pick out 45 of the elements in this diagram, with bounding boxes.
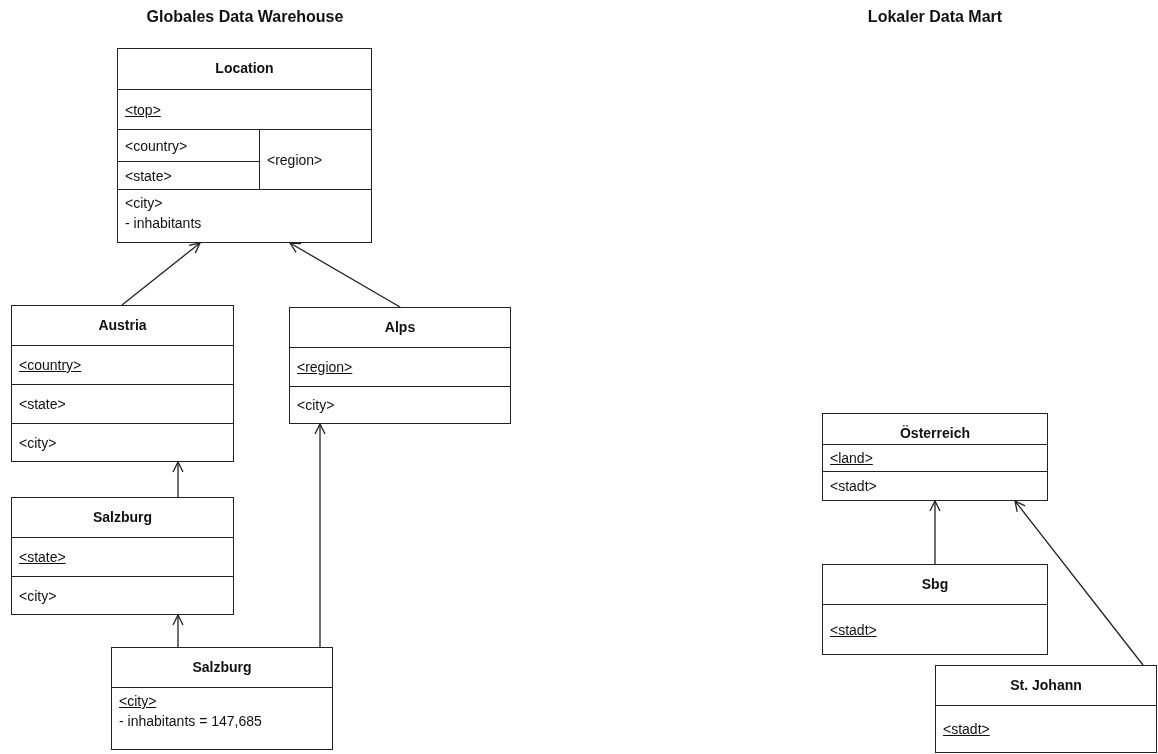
attribute-text: - inhabitants = 147,685 xyxy=(119,712,263,731)
attribute-text: <region> xyxy=(297,358,354,377)
section-heading: Lokaler Data Mart xyxy=(867,8,1003,26)
inheritance-arrow xyxy=(929,500,941,565)
attribute-text: <top> xyxy=(125,100,162,120)
class-name: Alps xyxy=(383,318,417,337)
attribute-text: <city> xyxy=(19,586,58,606)
attribute-text: <city> xyxy=(19,433,58,453)
class-box xyxy=(822,413,1048,501)
attribute-text: <city> xyxy=(125,194,164,213)
class-box xyxy=(111,647,333,750)
attribute-text: <city> xyxy=(119,692,158,711)
attribute-compartment xyxy=(259,129,371,189)
class-box xyxy=(11,305,234,462)
class-name: St. Johann xyxy=(1009,676,1083,695)
attribute-text: <city> xyxy=(297,396,336,415)
inheritance-arrow xyxy=(289,242,401,308)
inheritance-arrow xyxy=(1014,500,1144,666)
class-box xyxy=(822,564,1048,655)
attribute-text: <region> xyxy=(267,150,324,170)
attribute-text: - inhabitants xyxy=(125,214,203,233)
attribute-text: <land> xyxy=(830,449,874,468)
attribute-text: <state> xyxy=(125,166,173,186)
inheritance-arrow xyxy=(314,423,326,648)
inheritance-arrow xyxy=(172,461,184,498)
attribute-text: <state> xyxy=(19,395,67,414)
attribute-text: <country> xyxy=(125,136,189,156)
class-box xyxy=(935,665,1157,753)
class-name: Salzburg xyxy=(191,658,253,677)
attribute-text: <state> xyxy=(19,548,67,567)
attribute-text: <stadt> xyxy=(943,720,991,739)
class-name: Sbg xyxy=(920,575,950,594)
class-box xyxy=(11,497,234,615)
inheritance-arrow xyxy=(172,614,184,648)
class-box xyxy=(289,307,511,424)
attribute-text: <stadt> xyxy=(830,620,878,640)
section-heading: Globales Data Warehouse xyxy=(146,8,344,26)
attribute-text: <stadt> xyxy=(830,477,878,496)
class-name: Salzburg xyxy=(91,508,154,527)
class-box xyxy=(117,48,372,243)
class-name: Location xyxy=(214,59,275,78)
class-name: Austria xyxy=(97,316,148,335)
class-name: Österreich xyxy=(898,424,971,443)
attribute-text: <country> xyxy=(19,356,83,375)
inheritance-arrow xyxy=(121,242,201,306)
